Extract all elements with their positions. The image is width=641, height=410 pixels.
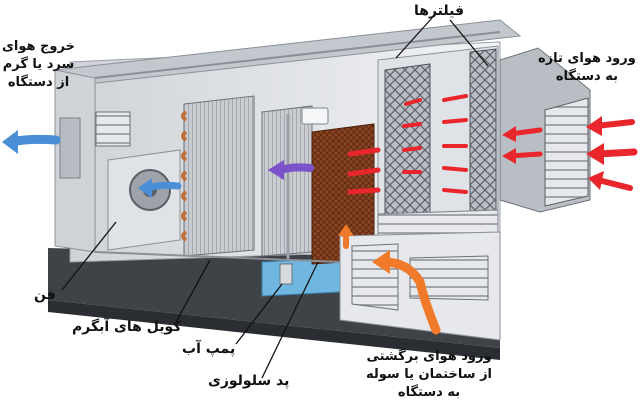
return-air-up-head: [338, 224, 354, 236]
fan-airflow-arrow-head: [138, 178, 152, 198]
filter-panel-rear: [469, 48, 497, 215]
coil-airflow-arrow-head: [268, 160, 284, 180]
fresh-air-arrow-2-head: [586, 143, 604, 165]
fresh-air-louvers: [544, 97, 589, 207]
fresh-air-arrows: [502, 116, 638, 191]
label-return-air-in: ورود هوای برگشتی از ساختمان یا سوله به د…: [366, 348, 492, 402]
frame-top-edge: [94, 31, 501, 79]
filter-panel-front: [384, 63, 431, 219]
label-fan: فن: [34, 287, 56, 303]
airflow-out-arrows: [2, 130, 182, 198]
label-return-air-in-line-1: ورود هوای برگشتی: [366, 349, 492, 364]
callout-leader-lines: [61, 17, 489, 379]
return-air-arrows: [338, 224, 441, 335]
return-air-arrow-head: [372, 250, 390, 274]
leader-fan: [61, 221, 117, 291]
leader-pad: [261, 261, 319, 379]
water-sump: [261, 257, 341, 297]
pad-entry-shafts: [347, 147, 381, 195]
leader-filters-2: [449, 19, 489, 67]
cooling-coil: [183, 95, 255, 257]
label-return-air-in-line-3: به دستگاه: [397, 385, 461, 400]
inner-fresh-arrow-1-head: [502, 126, 516, 142]
label-cellulose-pad: پد سلولوزی: [208, 373, 290, 389]
air-out-arrow-head: [2, 130, 18, 154]
label-air-out: خروج هوای سرد یا گرم از دستگاه: [2, 38, 75, 92]
fresh-air-arrow-3-shaft: [595, 177, 633, 191]
label-air-out-line-3: از دستگاه: [7, 75, 70, 90]
frame-bottom-edge: [94, 251, 341, 263]
unit-base-shadow: [48, 300, 500, 360]
filter-airflow-arrows: [347, 94, 468, 195]
return-air-arrow-shaft: [379, 257, 441, 335]
label-air-out-line-1: خروج هوای: [2, 39, 75, 54]
filter-exit-shafts: [402, 98, 422, 174]
coil-airflow-arrow: [268, 160, 314, 180]
leader-pump: [235, 283, 283, 345]
label-water-pump: پمپ آب: [182, 341, 236, 357]
leader-coil: [175, 259, 211, 323]
label-fresh-air-in-line-1: ورود هوای تازه: [538, 51, 636, 66]
water-distribution-header: [301, 107, 329, 125]
label-air-out-line-2: سرد یا گرم: [2, 57, 75, 72]
inner-fresh-arrow-2-head: [502, 148, 516, 164]
label-fresh-air-in-line-2: به دستگاه: [555, 69, 618, 84]
outlet-duct-flange: [59, 117, 81, 179]
fresh-air-arrow-3-head: [588, 171, 604, 190]
outlet-damper: [95, 111, 131, 147]
label-return-air-in-line-2: از ساختمان یا سوله: [366, 367, 493, 382]
return-air-damper-left: [351, 243, 399, 311]
return-air-damper-floor: [409, 255, 489, 301]
fresh-air-arrow-1-head: [586, 116, 602, 136]
filter-flow-shafts: [442, 94, 468, 194]
coil-airflow-arrow-shaft: [276, 163, 314, 174]
label-cooling-coil: کویل های آبگرم: [72, 319, 182, 335]
coil-copper-tubes: [181, 110, 188, 242]
water-pump-body: [279, 263, 293, 285]
leader-filters-1: [395, 17, 433, 59]
label-filters: فیلترها: [414, 3, 464, 19]
label-fresh-air-in: ورود هوای تازه به دستگاه: [538, 50, 636, 86]
fan-airflow-arrow-shaft: [144, 181, 182, 192]
